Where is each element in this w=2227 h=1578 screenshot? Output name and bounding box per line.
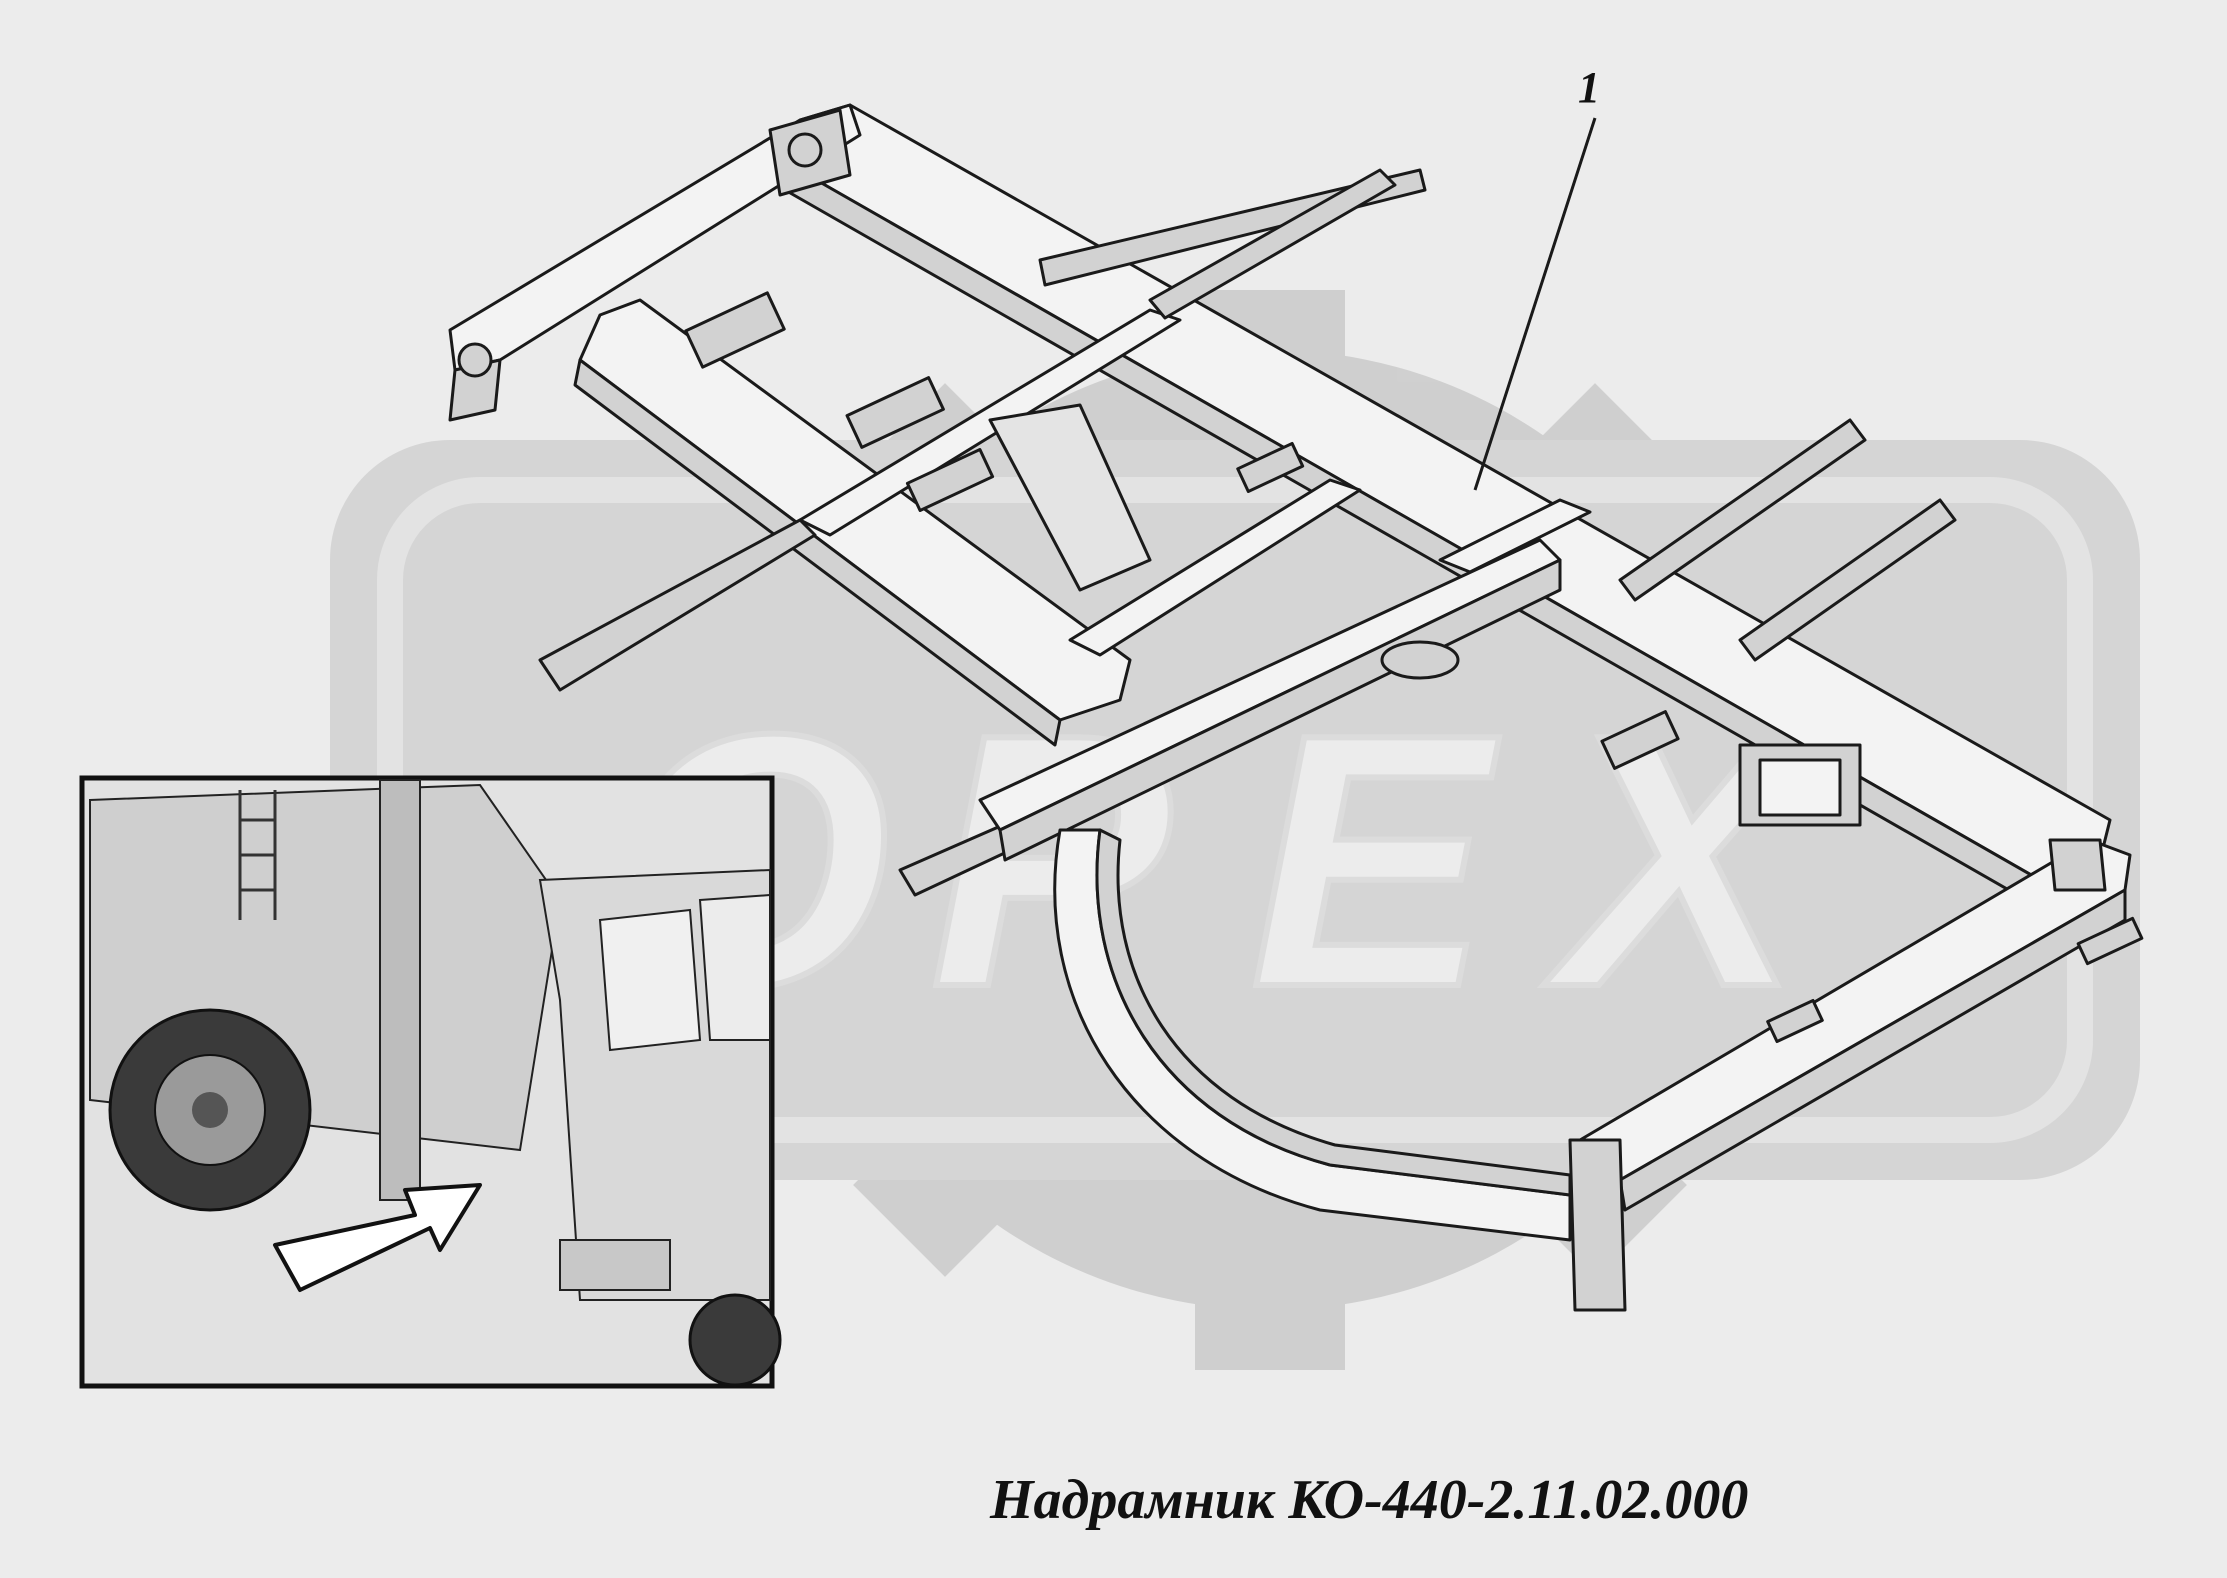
mounting-brackets	[684, 291, 2144, 1044]
cross-member-3	[1438, 498, 1592, 574]
indicator-arrow	[273, 1183, 482, 1292]
subframe	[448, 103, 2144, 1312]
center-brace	[988, 403, 1152, 592]
vehicle-inset	[79, 775, 782, 1389]
outrigger-front-right-1	[1618, 418, 1867, 602]
outrigger-rear-left	[538, 518, 817, 692]
watermark-letter-e: E	[1250, 660, 1503, 1062]
front-post-right	[2048, 838, 2107, 892]
cross-member-2	[1068, 478, 1362, 657]
outrigger-right-rear	[1148, 168, 1397, 320]
figure-caption: Надрамник КО-440-2.11.02.000	[990, 1469, 1749, 1531]
outrigger-front-right-2	[1738, 498, 1957, 662]
callout-leader-line	[1473, 117, 1597, 491]
front-post-left	[1568, 1138, 1627, 1312]
callout-label: 1	[1578, 63, 1600, 112]
